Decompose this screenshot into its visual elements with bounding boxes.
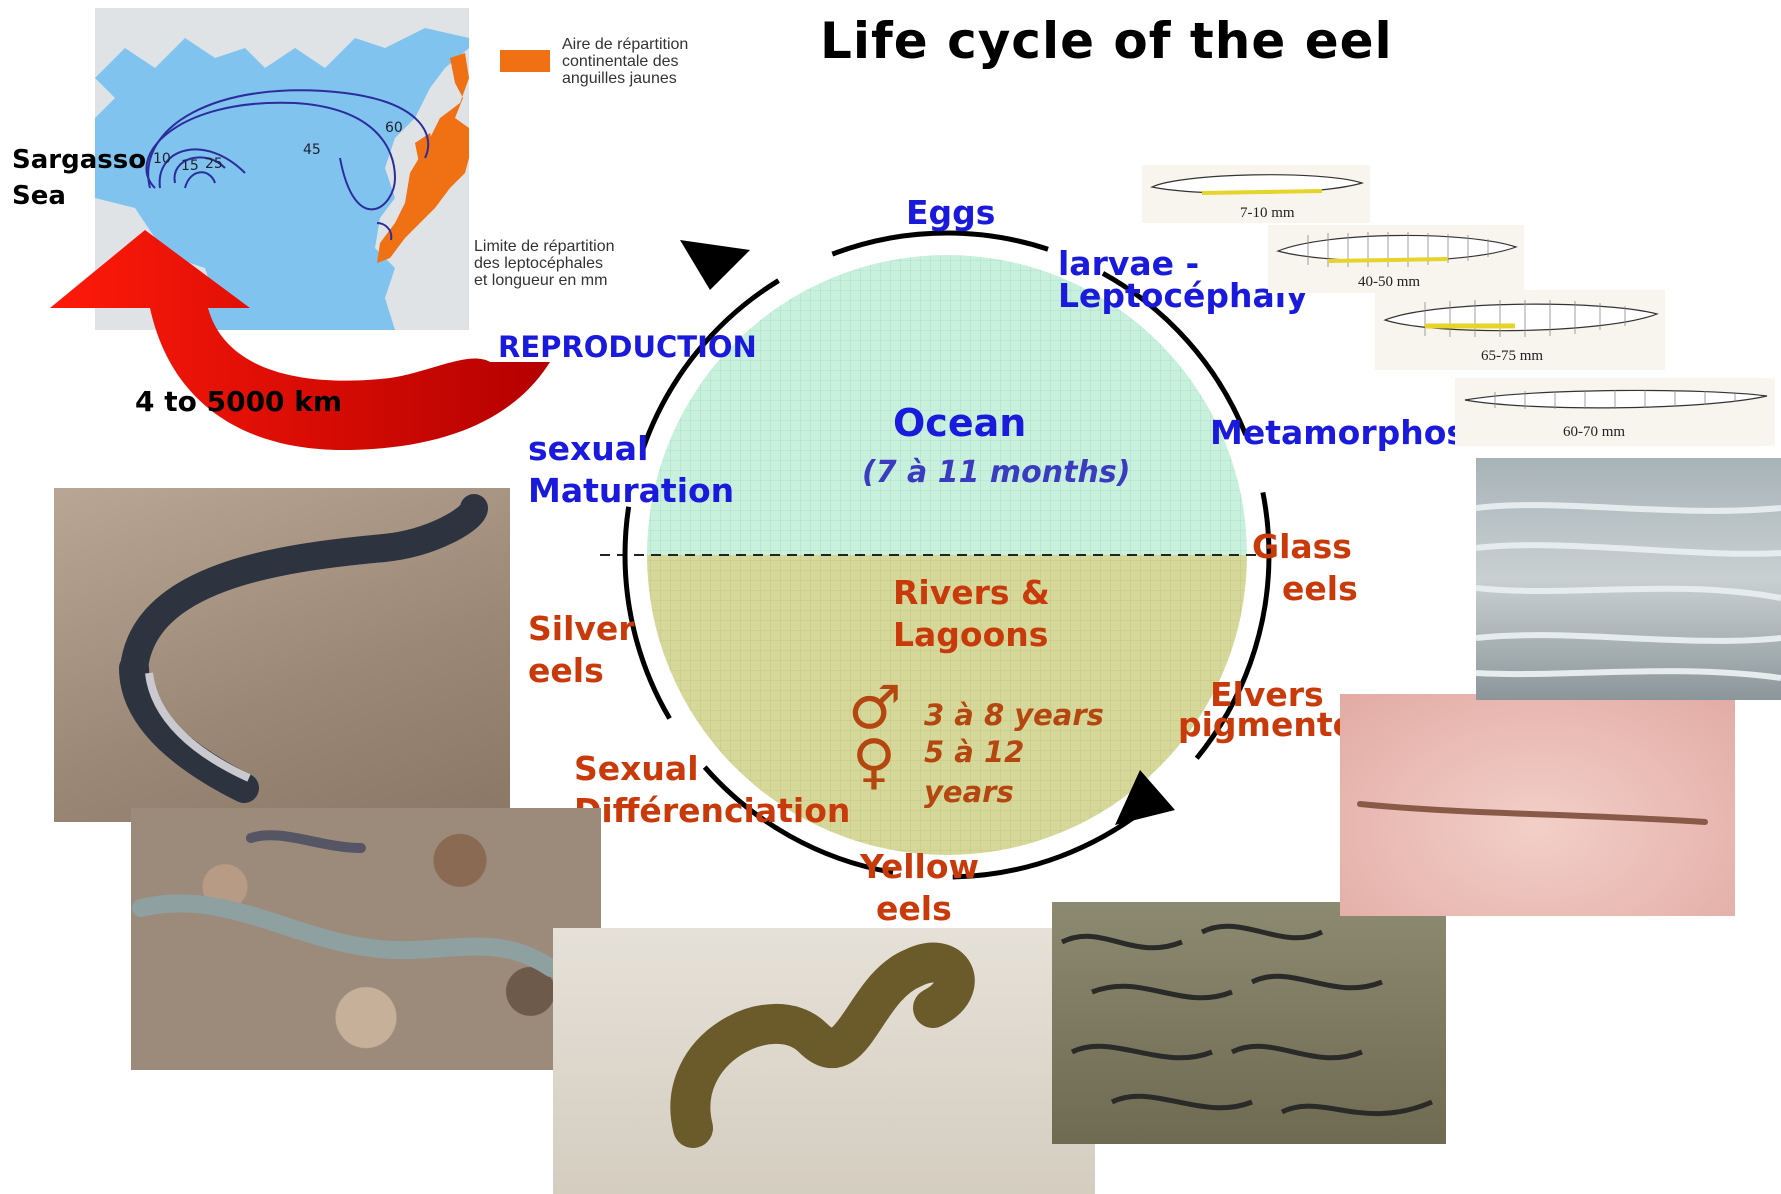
silver-eel-photo: [54, 488, 510, 822]
ocean-duration: (7 à 11 months): [862, 452, 1130, 494]
larva-drawing-4: 60-70 mm: [1455, 378, 1775, 446]
distance-label: 4 to 5000 km: [135, 385, 342, 418]
migration-arrow: [50, 230, 550, 455]
yellow-eel-gravel-photo: [131, 808, 601, 1070]
larva-size-2: 40-50 mm: [1358, 274, 1420, 291]
river-title: Rivers & Lagoons: [893, 572, 1050, 656]
larva-drawing-1: 7-10 mm: [1142, 165, 1370, 223]
female-symbol: ♀: [852, 732, 896, 792]
glass-eels-photo: [1476, 458, 1781, 700]
sargasso-sea-label: Sargasso Sea: [12, 142, 146, 214]
larva-size-1: 7-10 mm: [1240, 205, 1295, 222]
contour-label-15: 15: [181, 158, 199, 174]
page-title: Life cycle of the eel: [820, 12, 1393, 70]
stage-glass-eels: Glass eels: [1252, 526, 1358, 610]
contour-label-45: 45: [303, 142, 321, 158]
stage-metamorphosis: Metamorphos.: [1210, 412, 1479, 454]
stage-reproduction: REPRODUCTION: [498, 326, 757, 368]
legend-continental-text: Aire de répartition continentale des ang…: [562, 36, 688, 87]
ocean-title: Ocean: [893, 402, 1026, 444]
contour-label-10: 10: [153, 151, 171, 167]
larva-drawing-2: 40-50 mm: [1268, 225, 1524, 293]
stage-silver-eels: Silver eels: [528, 608, 635, 692]
larva-drawing-3: 65-75 mm: [1375, 290, 1665, 370]
larva-size-3: 65-75 mm: [1481, 348, 1543, 365]
elver-on-hand-photo: [1340, 694, 1735, 916]
female-years: 5 à 12 years: [924, 732, 1024, 812]
stage-sexual-maturation: sexual Maturation: [528, 428, 734, 512]
legend-swatch-continental: [500, 50, 550, 72]
stage-sexual-differentiation: Sexual Différenciation: [574, 748, 850, 832]
stage-eggs: Eggs: [906, 192, 995, 234]
contour-label-25: 25: [205, 156, 223, 172]
yellow-eel-photo: [553, 928, 1095, 1194]
male-years: 3 à 8 years: [924, 694, 1104, 736]
larva-size-4: 60-70 mm: [1563, 424, 1625, 441]
cycle-arrow-top: [680, 240, 750, 290]
stage-yellow-eels: Yellow eels: [860, 846, 979, 930]
elvers-cluster-photo: [1052, 902, 1446, 1144]
contour-label-60: 60: [385, 120, 403, 136]
